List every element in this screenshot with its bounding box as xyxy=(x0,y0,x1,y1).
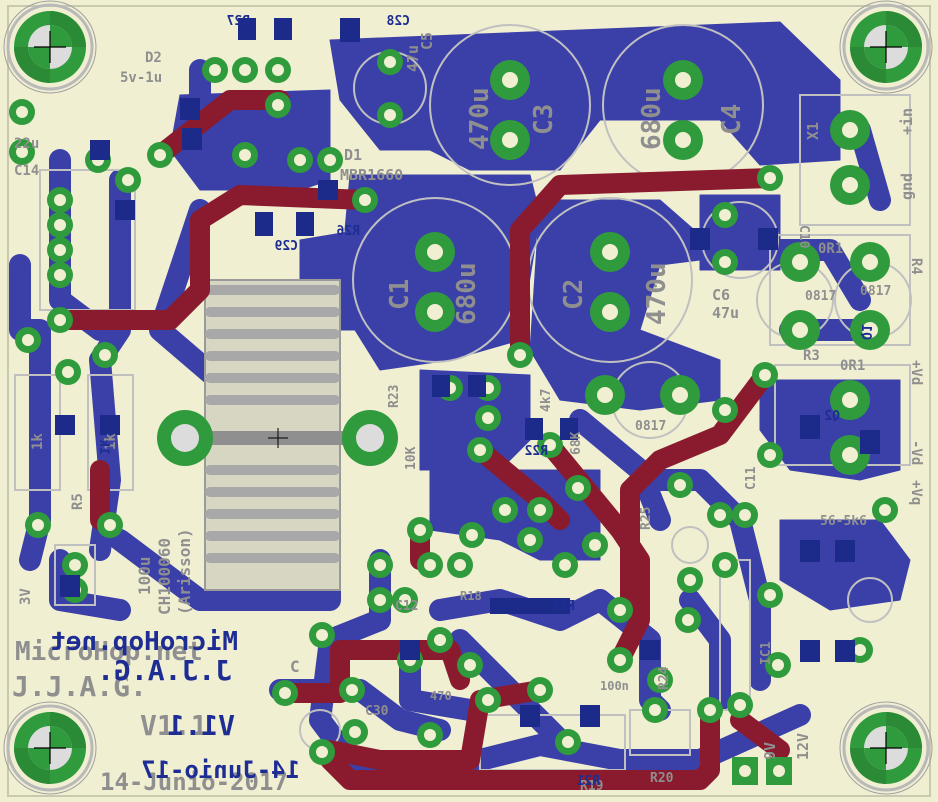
r5-label: R5 xyxy=(70,493,86,510)
capacitor-c3-outline xyxy=(429,24,591,186)
r16-label: R16 xyxy=(551,599,575,614)
date-ghost-text: 14-Junio-2017 xyxy=(100,768,288,796)
x1-label: X1 xyxy=(804,122,822,140)
c28-label: C28 xyxy=(386,14,410,29)
inductor-footprint xyxy=(157,279,398,591)
pin-plus-vq-label: +Vq xyxy=(908,480,924,505)
c2-value-label: 470u xyxy=(642,262,672,325)
r4-label: R4 xyxy=(908,258,924,275)
version-ghost-text: V1.1 xyxy=(140,709,207,742)
r3-label: R3 xyxy=(803,348,820,364)
pin-minus-vd-label: -Vd xyxy=(908,440,924,465)
res-1k-a-label: 1k xyxy=(30,433,46,450)
res-1k-c-label: 1k xyxy=(96,439,111,455)
c30-label: C30 xyxy=(365,704,389,719)
smd-pads xyxy=(55,18,880,727)
top-copper-layer xyxy=(50,90,790,790)
r20-label: R20 xyxy=(650,771,674,786)
c14-label: C14 xyxy=(14,163,39,179)
through-hole-pads xyxy=(9,49,898,785)
inductor-value-label: 100u xyxy=(135,556,154,595)
jjag-ghost-text: J.J.A.G. xyxy=(12,670,147,703)
r24-label: R24 xyxy=(657,666,672,690)
c3-ref-label: C3 xyxy=(529,104,559,135)
inductor-part-label: CH100060 xyxy=(155,538,174,615)
c1-ref-label: C1 xyxy=(385,279,415,310)
label-c: C xyxy=(290,657,300,676)
res-1k-b-label: 1k xyxy=(103,433,119,450)
c1-value-label: 680u xyxy=(452,262,482,325)
pin-gnd-label: gnd xyxy=(898,173,916,200)
r18-label: R18 xyxy=(460,589,482,603)
q2-label: Q2 xyxy=(824,409,840,424)
c5-value-label: 47u xyxy=(404,45,422,72)
res-56k-label: 56-5k6 xyxy=(820,514,867,529)
c4-value-label: 680u xyxy=(637,87,667,150)
c5-ref-label: C5 xyxy=(418,32,436,50)
c10-label: C10 xyxy=(796,225,811,249)
jjag-mirrored-text: J.J.A.G. xyxy=(97,654,232,687)
res-10k-label: 10K xyxy=(404,446,419,470)
r22-label: R22 xyxy=(525,444,548,459)
r23-label: R23 xyxy=(387,385,402,408)
r21-label: R21 xyxy=(576,774,600,789)
board-outline xyxy=(7,5,931,797)
diode-spec-label: 5v-1u xyxy=(120,70,162,86)
res-4k7-label: 4k7 xyxy=(539,389,554,412)
inductor-maker-label: (Arisson) xyxy=(175,528,194,615)
opto-label-1: 0817 xyxy=(805,289,836,304)
r25-label: R25 xyxy=(639,507,654,530)
pin-plus-in-label: +in xyxy=(898,108,916,135)
microhop-mirrored-text: MicroHop.net xyxy=(50,627,238,657)
cap-100n-label: 100n xyxy=(600,679,629,693)
version-mirrored-text: V1.1 xyxy=(168,709,235,742)
q1-label: Q1 xyxy=(858,324,873,340)
cap-22u-label: 22u xyxy=(14,136,39,152)
d2-label: D2 xyxy=(145,50,162,66)
microhop-ghost-text: MicroHop.net xyxy=(15,637,203,667)
res-470-label: 470 xyxy=(430,689,452,703)
res-68k-label: 68K xyxy=(569,431,584,455)
silkscreen-bottom: R27 C28 R26 C29 R16 R21 R22 Q1 Q2 1k Mic… xyxy=(12,14,873,796)
c11-label: C11 xyxy=(744,466,759,490)
res-0r1-label: 0R1 xyxy=(818,241,843,257)
c4-ref-label: C4 xyxy=(717,104,747,135)
opto-label-3: 0817 xyxy=(635,419,666,434)
r19-label: R19 xyxy=(580,779,603,794)
ic1-label: IC1 xyxy=(759,641,774,665)
r26-label: R26 xyxy=(336,224,360,239)
c2-ref-label: C2 xyxy=(559,279,589,310)
r27-label: R27 xyxy=(227,14,250,29)
d1-ref-label: D1 xyxy=(344,146,362,164)
silkscreen-top: 470u C3 680u C4 C1 680u C2 470u 47u C5 C… xyxy=(14,32,924,794)
d1-part-label: MBR1660 xyxy=(340,166,403,184)
c6-ref-label: C6 xyxy=(712,286,730,304)
opto-label-2: 0817 xyxy=(860,284,891,299)
c6-value-label: 47u xyxy=(712,304,739,322)
c3-value-label: 470u xyxy=(465,87,495,150)
res-0r1-2-label: 0R1 xyxy=(840,358,865,374)
date-mirrored-text: 14-Junio-17 xyxy=(141,756,300,784)
label-9v: 9V xyxy=(761,742,779,760)
label-3v: 3V xyxy=(18,588,34,605)
c29-label: C29 xyxy=(275,239,298,254)
pin-plus-vd-label: +Vd xyxy=(908,360,924,385)
c12-label: C12 xyxy=(395,599,418,614)
label-12v: 12V xyxy=(794,733,812,760)
